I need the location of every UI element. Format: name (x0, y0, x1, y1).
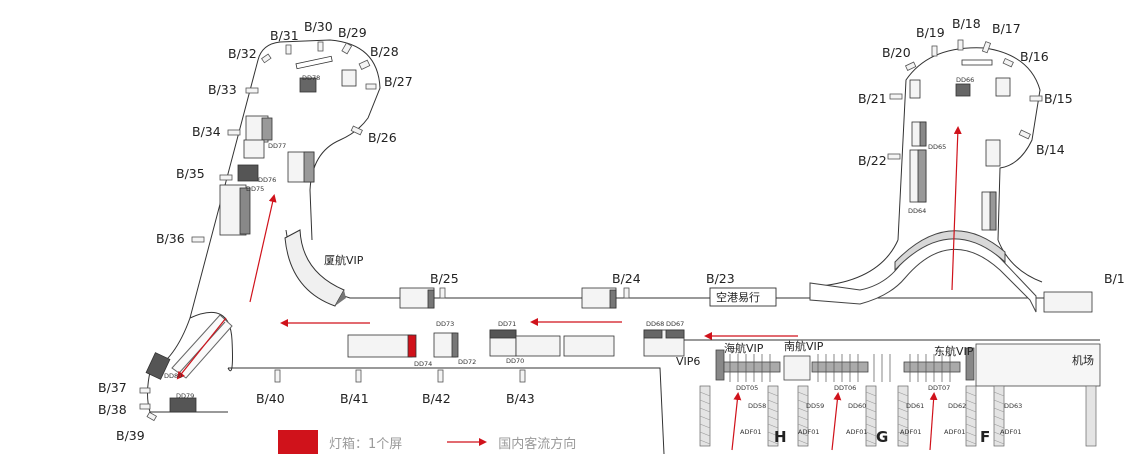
gate-b24: B/24 (612, 271, 641, 286)
label-dd67: DD67 (666, 320, 684, 328)
label-dd68: DD68 (646, 320, 664, 328)
gate-b36: B/36 (156, 231, 185, 246)
ad-code-labels: DD78 DD77 DD76 DD75 DD66 DD65 DD64 DD73 … (164, 74, 1022, 436)
walkway-band-pattern (699, 391, 1005, 445)
label-adf01-b: ADF01 (798, 428, 819, 436)
lightbox-swatch (278, 430, 318, 454)
ad-panels (145, 55, 1093, 413)
label-adf01-d: ADF01 (900, 428, 921, 436)
label-dd72: DD72 (458, 358, 476, 366)
lightbox-dd74 (407, 334, 417, 358)
label-dd78: DD78 (302, 74, 320, 82)
label-area-f: F (980, 428, 990, 446)
legend-lightbox-text: 灯箱：1个屏 (329, 436, 403, 452)
gate-b40: B/40 (256, 391, 285, 406)
gate-b31: B/31 (270, 28, 299, 43)
east-bridge-structure (809, 230, 1037, 313)
label-dd62: DD62 (948, 402, 966, 410)
label-adf01-a: ADF01 (740, 428, 761, 436)
label-airport-partial: 机场 (1072, 353, 1094, 367)
label-dd59: DD59 (806, 402, 824, 410)
gate-b42: B/42 (422, 391, 451, 406)
label-dd77: DD77 (268, 142, 286, 150)
gate-b35: B/35 (176, 166, 205, 181)
vip-lounge-strip (715, 343, 1101, 387)
gate-b32: B/32 (228, 46, 257, 61)
label-dd61: DD61 (906, 402, 924, 410)
gate-b34: B/34 (192, 124, 221, 139)
gate-b26: B/26 (368, 130, 397, 145)
label-dd74: DD74 (414, 360, 432, 368)
gate-b39: B/39 (116, 428, 145, 443)
label-dd80: DD80 (164, 372, 182, 380)
legend-flow-text: 国内客流方向 (498, 436, 577, 452)
flow-arrow-icon (447, 438, 488, 446)
xiamen-vip-block (284, 229, 345, 307)
gate-b14: B/14 (1036, 142, 1065, 157)
gate-b23: B/23 (706, 271, 735, 286)
gate-b17: B/17 (992, 21, 1021, 36)
passenger-flow-arrows (176, 126, 962, 451)
label-area-h: H (774, 428, 787, 446)
gate-b41: B/41 (340, 391, 369, 406)
gate-b15: B/15 (1044, 91, 1073, 106)
gate-b16: B/16 (1020, 49, 1049, 64)
label-dd73: DD73 (436, 320, 454, 328)
gate-b19: B/19 (916, 25, 945, 40)
label-dd66: DD66 (956, 76, 974, 84)
label-eastern-vip: 东航VIP (934, 344, 974, 358)
map-legend: 灯箱：1个屏 国内客流方向 (278, 430, 576, 454)
label-dd71: DD71 (498, 320, 516, 328)
label-dd64: DD64 (908, 207, 926, 215)
gate-b25: B/25 (430, 271, 459, 286)
label-dd70: DD70 (506, 357, 524, 365)
label-dd79: DD79 (176, 392, 194, 400)
label-adf01-c: ADF01 (846, 428, 867, 436)
gate-b43: B/43 (506, 391, 535, 406)
label-dd63: DD63 (1004, 402, 1022, 410)
gate-b27: B/27 (384, 74, 413, 89)
label-adf01-f: ADF01 (1000, 428, 1021, 436)
label-ddt07: DDT07 (928, 384, 950, 392)
gate-b20: B/20 (882, 45, 911, 60)
label-dd65: DD65 (928, 143, 946, 151)
gate-b22: B/22 (858, 153, 887, 168)
label-area-g: G (876, 428, 888, 446)
gate-b29: B/29 (338, 25, 367, 40)
gate-b33: B/33 (208, 82, 237, 97)
zone-labels: 厦航VIP 海航VIP 南航VIP 东航VIP VIP6 机场 H G F (324, 253, 1094, 446)
gate-b37: B/37 (98, 380, 127, 395)
label-dd60: DD60 (848, 402, 866, 410)
label-vip6: VIP6 (676, 355, 700, 368)
airport-shop: 空港易行 (709, 287, 777, 307)
gate-b30: B/30 (304, 19, 333, 34)
ad-dd78 (299, 77, 317, 93)
label-dd76: DD76 (258, 176, 276, 184)
gate-b13-partial: B/1 (1104, 271, 1125, 286)
label-ddt05: DDT05 (736, 384, 758, 392)
gate-b21: B/21 (858, 91, 887, 106)
label-hainan-vip: 海航VIP (724, 341, 764, 355)
label-southern-vip: 南航VIP (784, 339, 824, 353)
southwest-corridor (171, 314, 233, 379)
label-dd75: DD75 (246, 185, 264, 193)
label-airport-shop: 空港易行 (716, 290, 760, 304)
gate-labels: B/14 B/15 B/16 B/17 B/18 B/19 B/20 B/21 … (98, 16, 1125, 443)
label-xiamen-vip: 厦航VIP (324, 253, 364, 267)
label-ddt06: DDT06 (834, 384, 856, 392)
gate-b18: B/18 (952, 16, 981, 31)
gate-b28: B/28 (370, 44, 399, 59)
label-adf01-e: ADF01 (944, 428, 965, 436)
hatched-bars (729, 354, 951, 382)
label-dd58: DD58 (748, 402, 766, 410)
gate-b38: B/38 (98, 402, 127, 417)
